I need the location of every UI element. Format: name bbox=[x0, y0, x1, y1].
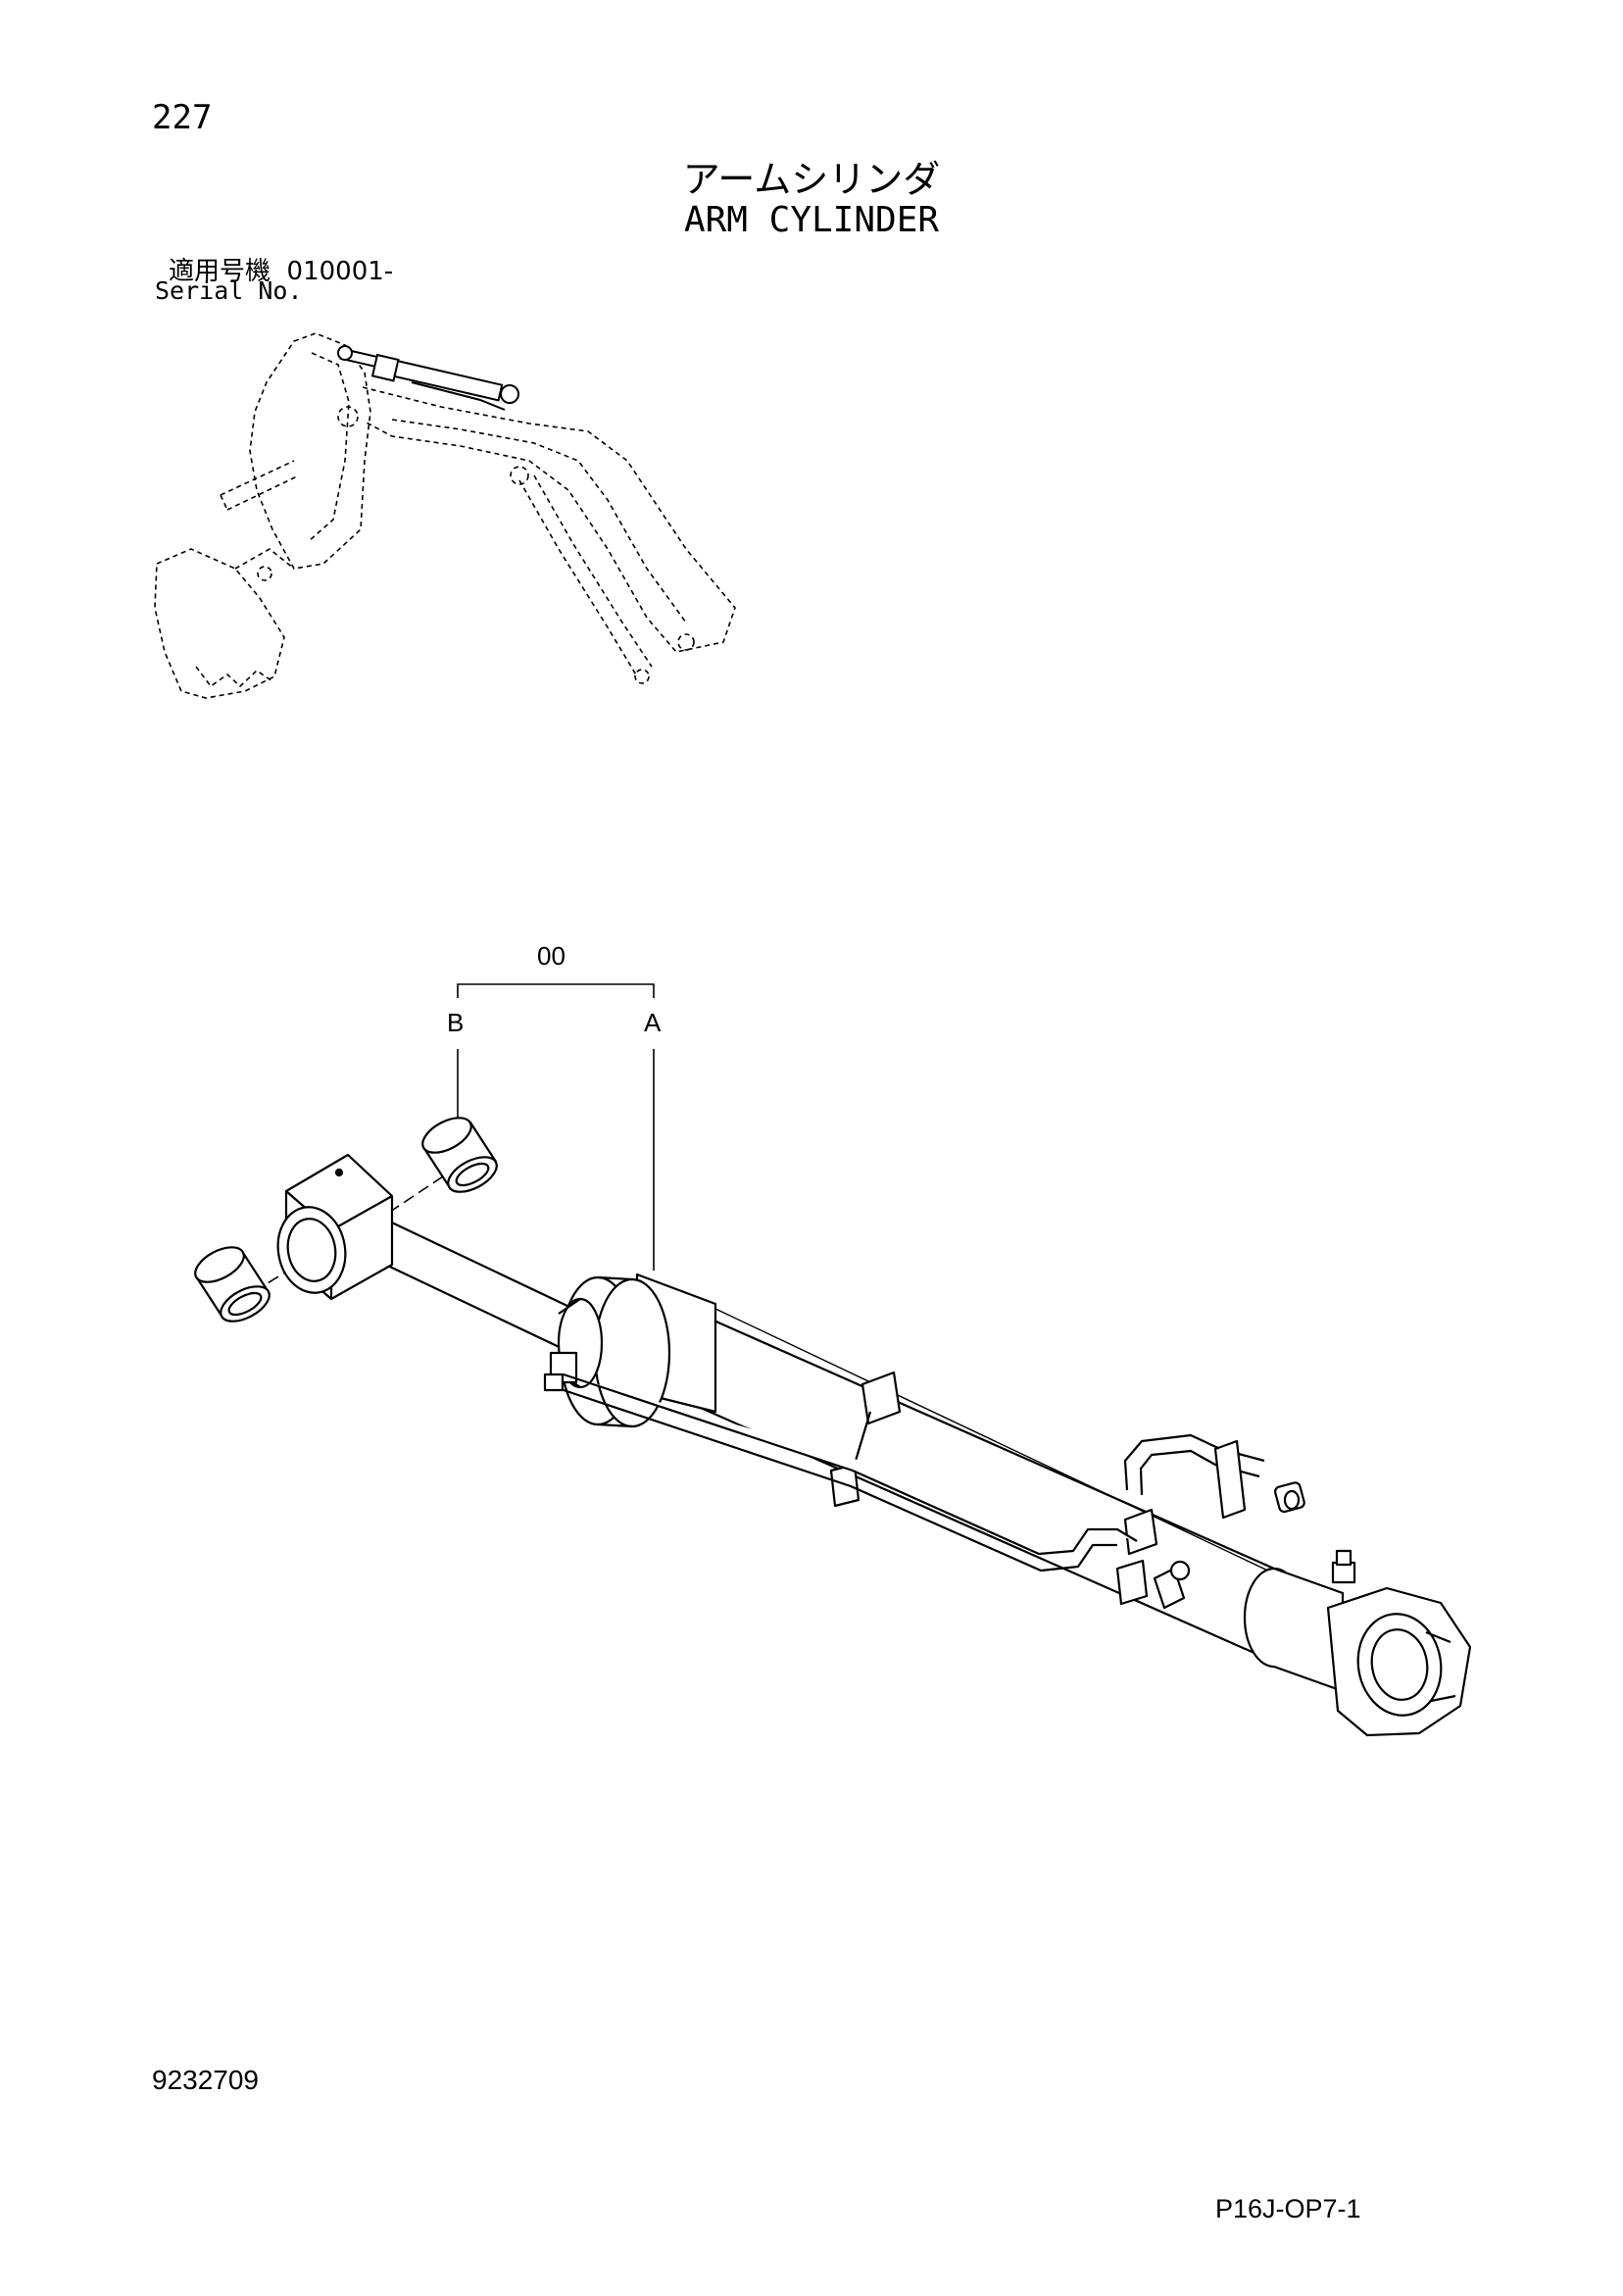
hydraulic-pipe-inner bbox=[563, 1388, 1117, 1572]
locator-cylinder-head bbox=[370, 353, 400, 382]
tube-clamp-2 bbox=[1115, 1508, 1158, 1606]
cylinder-tube bbox=[674, 1302, 1276, 1664]
title-japanese: アームシリンダ bbox=[682, 158, 941, 201]
locator-arm-cylinder-highlight bbox=[337, 345, 519, 411]
arm-link-pin bbox=[634, 669, 650, 684]
callout-label-a: A bbox=[644, 1008, 662, 1037]
boom-pivot-pin bbox=[337, 406, 359, 427]
hydraulic-pipe bbox=[563, 1373, 1138, 1556]
bucket-link bbox=[234, 548, 295, 570]
title-english: ARM CYLINDER bbox=[683, 200, 940, 240]
serial-label-english: Serial No. bbox=[155, 276, 303, 305]
bucket-outline bbox=[154, 548, 285, 699]
arm-tip-pin bbox=[677, 633, 695, 651]
port-fitting-opening bbox=[1283, 1489, 1301, 1511]
arm-cylinder-drawing bbox=[194, 1117, 1472, 1737]
cylinder-bottom bbox=[1243, 1549, 1472, 1737]
locator-cylinder-pipe bbox=[411, 381, 506, 411]
arm-link-rod-2 bbox=[533, 474, 653, 668]
piston-rod bbox=[375, 1214, 590, 1363]
serial-applicability: 適用号機 010001- bbox=[169, 251, 393, 287]
bushing-b bbox=[421, 1117, 498, 1193]
arm-link-rod bbox=[518, 479, 638, 677]
assembly-label: 00 bbox=[537, 941, 566, 971]
rod-end-eye bbox=[276, 1153, 394, 1301]
bucket-pin bbox=[257, 566, 272, 581]
assembly-bracket bbox=[457, 983, 655, 998]
arm-inner-line bbox=[391, 419, 687, 624]
boom-inner-line bbox=[308, 352, 350, 542]
locator-cylinder-rod-end bbox=[337, 345, 353, 361]
callout-label-b: B bbox=[447, 1008, 464, 1037]
serial-label-japanese: 適用号機 bbox=[169, 257, 271, 286]
bucket-teeth bbox=[195, 666, 273, 688]
boom-outline bbox=[249, 332, 371, 570]
locator-cylinder-bottom-end bbox=[500, 384, 519, 404]
arm-outline bbox=[362, 386, 736, 653]
tube-port-cap bbox=[1169, 1560, 1191, 1581]
arm-pivot-pin bbox=[510, 466, 529, 485]
page-code: P16J-OP7-1 bbox=[1215, 2194, 1361, 2223]
document-number: 9232709 bbox=[152, 2065, 260, 2095]
bushing-lower bbox=[194, 1246, 270, 1323]
serial-value: 010001- bbox=[286, 257, 394, 286]
head-pipe-bracket bbox=[543, 1351, 578, 1392]
port-fitting-body bbox=[1213, 1439, 1247, 1520]
boom-cylinder-outline bbox=[220, 460, 300, 511]
locator-cylinder-tube bbox=[392, 359, 504, 402]
page-number: 227 bbox=[152, 98, 213, 137]
